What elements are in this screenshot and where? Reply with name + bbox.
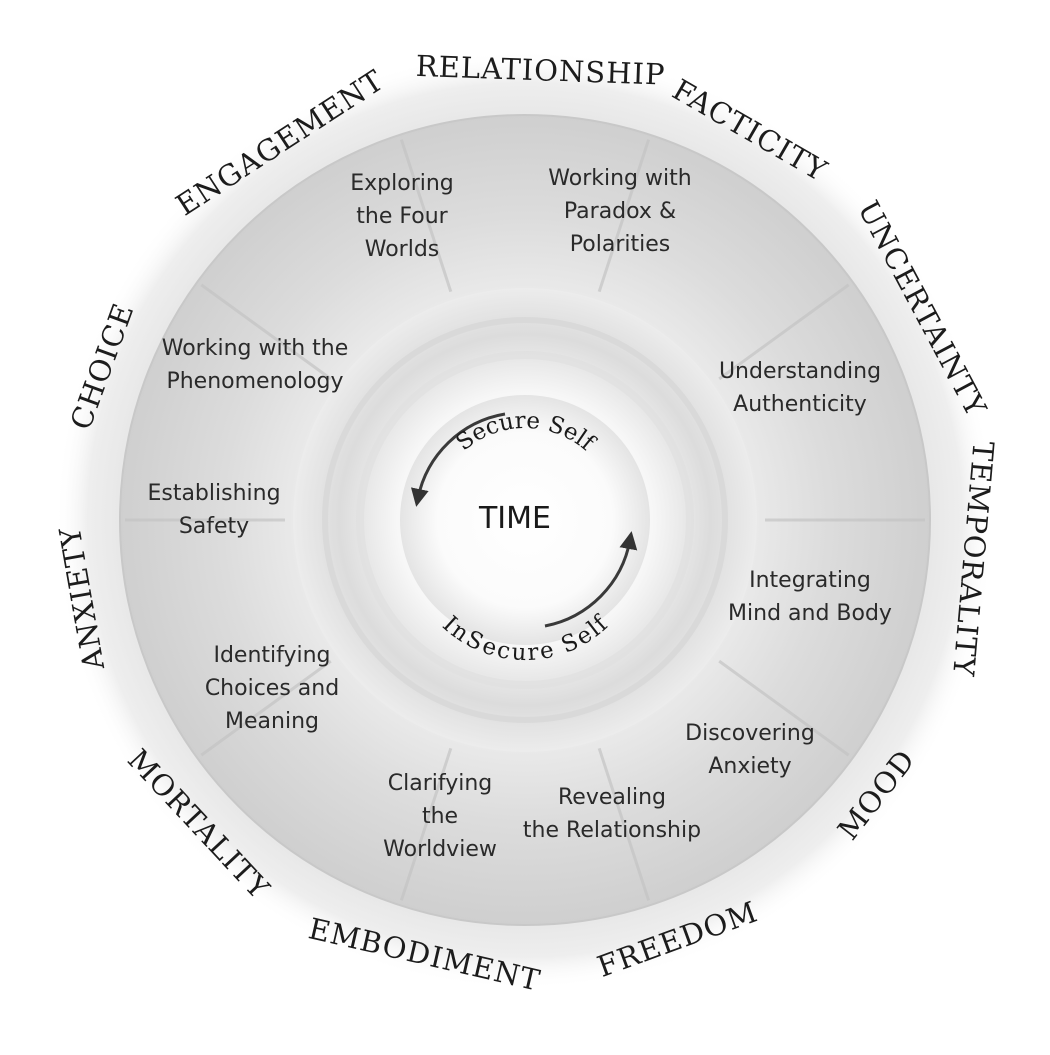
segment-divider: [399, 139, 453, 293]
inner-disc-rim-2: [356, 351, 694, 689]
segment-label-line: Integrating: [749, 568, 871, 593]
segment-label-line: Discovering: [685, 721, 815, 746]
segment-dividers: [125, 139, 925, 901]
segment-label-line: Mind and Body: [728, 601, 892, 626]
segment-label-line: the: [422, 804, 458, 829]
segment-label-line: Clarifying: [388, 771, 493, 796]
segment-label-line: Worlds: [365, 237, 440, 262]
segment-label-line: Revealing: [558, 785, 666, 810]
segment-divider: [399, 747, 453, 901]
core-circle: [400, 395, 650, 645]
segment-label-line: Safety: [179, 514, 249, 539]
segment-label-line: Phenomenology: [166, 369, 343, 394]
segment-divider: [718, 283, 850, 381]
segment-label-line: the Four: [356, 204, 448, 229]
segment-divider: [200, 659, 332, 757]
segment-label: Revealing the Relationship: [523, 785, 701, 843]
segment-divider: [718, 659, 850, 757]
segment-label-line: Understanding: [719, 359, 881, 384]
segment-label-line: Working with: [548, 166, 691, 191]
segment-label-line: Worldview: [383, 837, 497, 862]
segment-label-line: Identifying: [213, 643, 330, 668]
segment-label-line: Authenticity: [733, 392, 867, 417]
segment-label-line: Polarities: [570, 232, 670, 257]
segment-label-line: Exploring: [350, 171, 454, 196]
inner-disc-rim: [322, 317, 728, 723]
segment-label-line: Anxiety: [708, 754, 791, 779]
cycle-arrow-left: [410, 412, 506, 507]
cycle-arrow-right: [544, 531, 638, 628]
segment-divider: [200, 283, 332, 381]
segment-label-line: the Relationship: [523, 818, 701, 843]
segment-divider: [597, 139, 651, 293]
segment-label-line: Working with the: [162, 336, 349, 361]
segment-label-line: Choices and: [205, 676, 339, 701]
core-title: TIME: [478, 501, 551, 536]
segment-label-line: Paradox &: [564, 199, 676, 224]
segment-label-line: Meaning: [225, 709, 319, 734]
segment-label-line: Establishing: [147, 481, 280, 506]
segment-divider: [597, 747, 651, 901]
